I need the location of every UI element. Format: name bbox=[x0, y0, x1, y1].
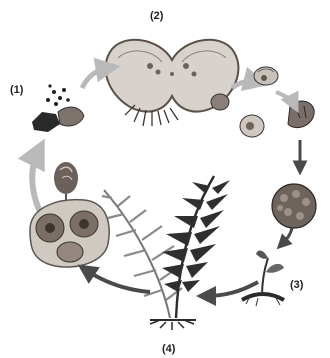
stage-label-2: (2) bbox=[150, 10, 164, 22]
stage-label-3: (3) bbox=[290, 279, 304, 291]
young-sporophyte-icon bbox=[242, 251, 284, 306]
arrow-to-3 bbox=[282, 228, 292, 244]
arrow-left-up bbox=[32, 152, 40, 212]
sporangium-cluster-icon bbox=[272, 184, 316, 228]
sporangium-icon bbox=[54, 162, 78, 202]
arrow-right-small bbox=[276, 92, 294, 104]
arrow-1-to-2 bbox=[82, 68, 108, 88]
prothallus-icon bbox=[106, 40, 239, 126]
stage-label-4: (4) bbox=[162, 343, 176, 355]
stage-label-1: (1) bbox=[10, 84, 24, 96]
arrow-3-to-4 bbox=[206, 282, 258, 296]
cell-cluster-icon bbox=[30, 200, 109, 267]
spore-release-icon bbox=[32, 84, 84, 132]
mature-fern-icon bbox=[102, 176, 230, 330]
